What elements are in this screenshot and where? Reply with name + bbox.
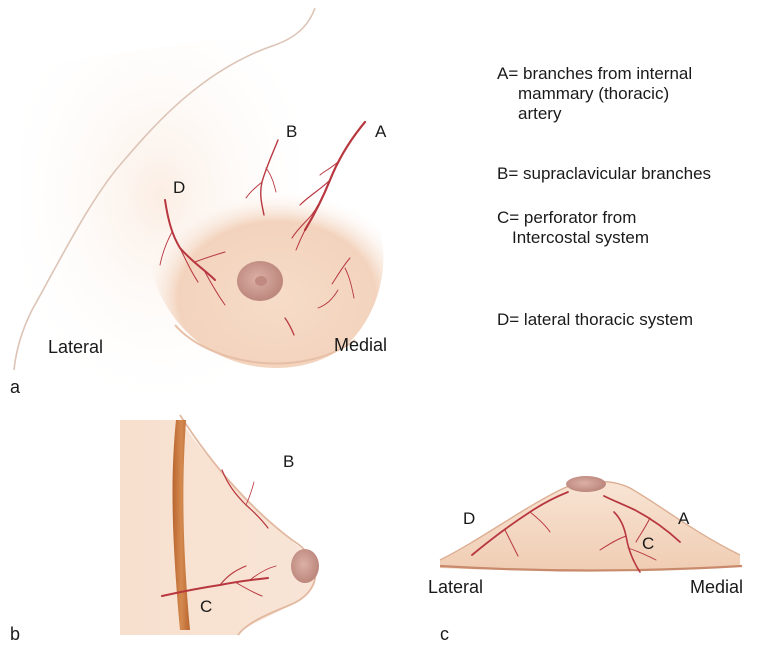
label-b-C: C bbox=[200, 597, 212, 616]
nipple-c bbox=[566, 476, 606, 492]
label-b-B: B bbox=[283, 452, 294, 471]
label-c-lateral: Lateral bbox=[428, 577, 483, 597]
panel-letter-b: b bbox=[10, 624, 20, 644]
legend-a-line-3: artery bbox=[518, 104, 561, 124]
legend-d-line-1: D= lateral thoracic system bbox=[497, 310, 693, 330]
panel-letter-a: a bbox=[10, 377, 21, 397]
label-a-medial: Medial bbox=[334, 335, 387, 355]
legend-a-line-1: A= branches from internal bbox=[497, 64, 692, 84]
panel-a: A B D Lateral Medial a bbox=[10, 8, 387, 400]
breast-section-c bbox=[440, 481, 740, 570]
label-a-lateral: Lateral bbox=[48, 337, 103, 357]
label-a-B: B bbox=[286, 122, 297, 141]
label-c-D: D bbox=[463, 509, 475, 528]
label-c-A: A bbox=[678, 509, 690, 528]
legend-a-line-2: mammary (thoracic) bbox=[518, 84, 669, 104]
legend-c-line-1: C= perforator from bbox=[497, 208, 636, 228]
legend-c-line-2: Intercostal system bbox=[512, 228, 649, 248]
panel-b: B C b bbox=[10, 415, 319, 644]
panel-c: D A C Lateral Medial c bbox=[428, 476, 743, 644]
label-a-A: A bbox=[375, 122, 387, 141]
label-c-medial: Medial bbox=[690, 577, 743, 597]
panel-letter-c: c bbox=[440, 624, 449, 644]
nipple-a-center bbox=[255, 276, 267, 286]
legend-b-line-1: B= supraclavicular branches bbox=[497, 164, 711, 184]
nipple-b bbox=[291, 549, 319, 583]
label-a-D: D bbox=[173, 178, 185, 197]
label-c-C: C bbox=[642, 534, 654, 553]
